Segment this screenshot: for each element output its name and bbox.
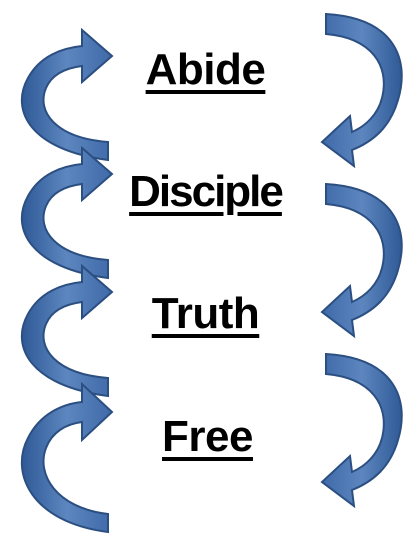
word-disciple: Disciple <box>0 170 413 214</box>
word-truth: Truth <box>0 292 413 336</box>
word-free: Free <box>0 415 415 459</box>
word-abide: Abide <box>0 48 413 92</box>
